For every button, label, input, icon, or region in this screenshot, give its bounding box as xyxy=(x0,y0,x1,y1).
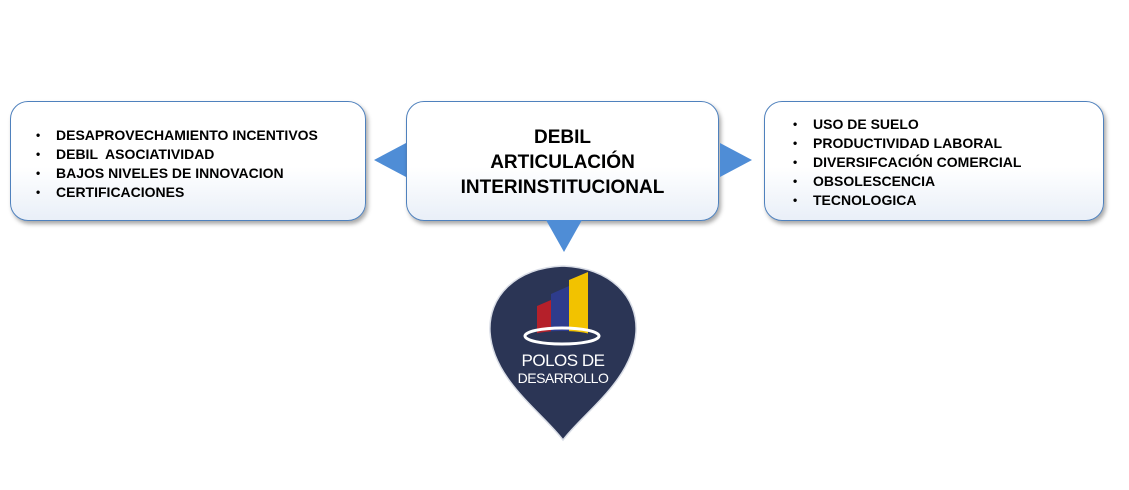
logo-ellipse-outer xyxy=(523,326,601,346)
left-item-text: DEBIL ASOCIATIVIDAD xyxy=(56,146,215,162)
polos-de-desarrollo-logo: POLOS DE DESARROLLO xyxy=(489,265,637,442)
left-list: • DESAPROVECHAMIENTO INCENTIVOS • DEBIL AS… xyxy=(36,126,318,202)
center-title-line: ARTICULACIÓN xyxy=(490,152,635,173)
center-title-line: DEBIL xyxy=(534,127,591,148)
right-list-item: • USO DE SUELO xyxy=(793,115,1021,134)
bullet: • xyxy=(793,117,798,131)
logo-shield-shape xyxy=(489,265,637,442)
bullet: • xyxy=(36,128,41,142)
bullet: • xyxy=(793,174,798,188)
logo-text-line1: POLOS DE xyxy=(522,351,605,370)
center-title-line: INTERINSTITUCIONAL xyxy=(460,177,665,198)
right-list-item: • DIVERSIFCACIÓN COMERCIAL xyxy=(793,153,1021,172)
left-list-item: • DESAPROVECHAMIENTO INCENTIVOS xyxy=(36,126,318,145)
right-item-text: PRODUCTIVIDAD LABORAL xyxy=(813,135,1002,151)
logo-ellipse-inner xyxy=(532,331,592,341)
logo-bar-blue xyxy=(551,286,569,334)
center-title: DEBIL ARTICULACIÓN INTERINSTITUCIONAL xyxy=(407,125,718,200)
arrow-left-icon xyxy=(374,143,406,177)
center-box: DEBIL ARTICULACIÓN INTERINSTITUCIONAL xyxy=(406,101,719,221)
bullet: • xyxy=(793,155,798,169)
right-item-text: OBSOLESCENCIA xyxy=(813,173,936,189)
arrow-right-icon xyxy=(720,143,752,177)
bullet: • xyxy=(793,136,798,150)
right-list: • USO DE SUELO • PRODUCTIVIDAD LABORAL • DI… xyxy=(793,115,1021,210)
left-item-text: CERTIFICACIONES xyxy=(56,184,185,200)
right-item-text: DIVERSIFCACIÓN COMERCIAL xyxy=(813,154,1022,170)
right-box: • USO DE SUELO • PRODUCTIVIDAD LABORAL • DI… xyxy=(764,101,1104,221)
right-list-item: • OBSOLESCENCIA xyxy=(793,172,1021,191)
left-box: • DESAPROVECHAMIENTO INCENTIVOS • DEBIL AS… xyxy=(10,101,366,221)
left-item-text: BAJOS NIVELES DE INNOVACION xyxy=(56,165,284,181)
logo-bar-yellow xyxy=(569,272,588,334)
left-list-item: • BAJOS NIVELES DE INNOVACION xyxy=(36,164,318,183)
right-list-item: • TECNOLOGICA xyxy=(793,191,1021,210)
right-item-text: TECNOLOGICA xyxy=(813,192,917,208)
right-item-text: USO DE SUELO xyxy=(813,116,919,132)
left-list-item: • CERTIFICACIONES xyxy=(36,183,318,202)
bullet: • xyxy=(36,166,41,180)
right-list-item: • PRODUCTIVIDAD LABORAL xyxy=(793,134,1021,153)
arrow-down-icon xyxy=(546,220,582,252)
bullet: • xyxy=(793,193,798,207)
left-item-text: DESAPROVECHAMIENTO INCENTIVOS xyxy=(56,127,318,143)
bullet: • xyxy=(36,147,41,161)
logo-text-line2: DESARROLLO xyxy=(518,370,609,386)
left-list-item: • DEBIL ASOCIATIVIDAD xyxy=(36,145,318,164)
bullet: • xyxy=(36,185,41,199)
